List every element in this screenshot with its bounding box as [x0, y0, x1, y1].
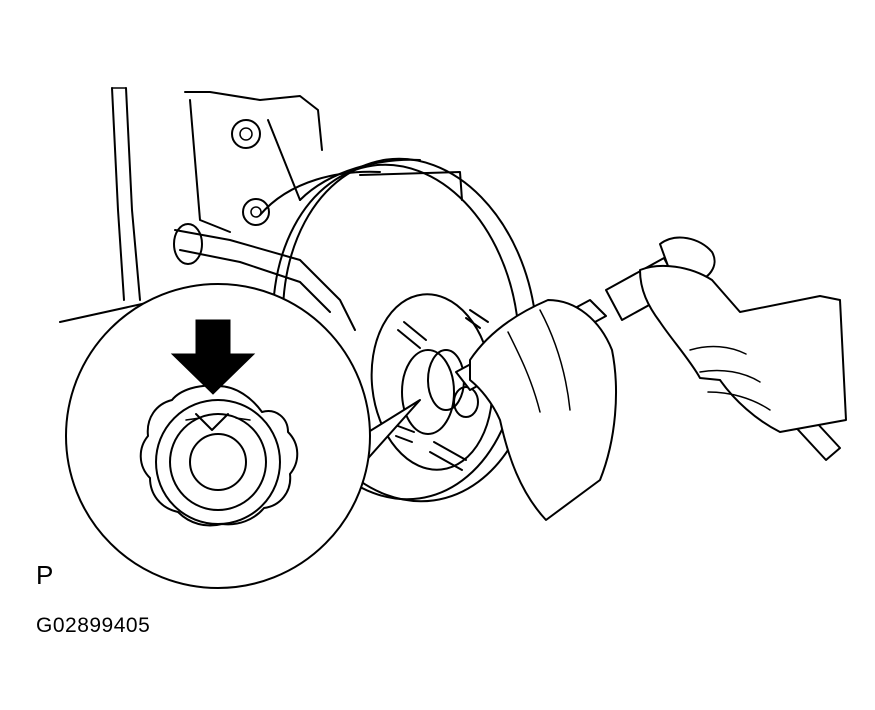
suspension-assembly	[59, 87, 356, 331]
magnified-detail-callout	[65, 283, 421, 589]
down-arrow-icon	[170, 319, 256, 395]
figure-id-label: G02899405	[36, 614, 151, 637]
view-code-label: P	[36, 560, 54, 590]
gloved-hands	[469, 264, 847, 521]
